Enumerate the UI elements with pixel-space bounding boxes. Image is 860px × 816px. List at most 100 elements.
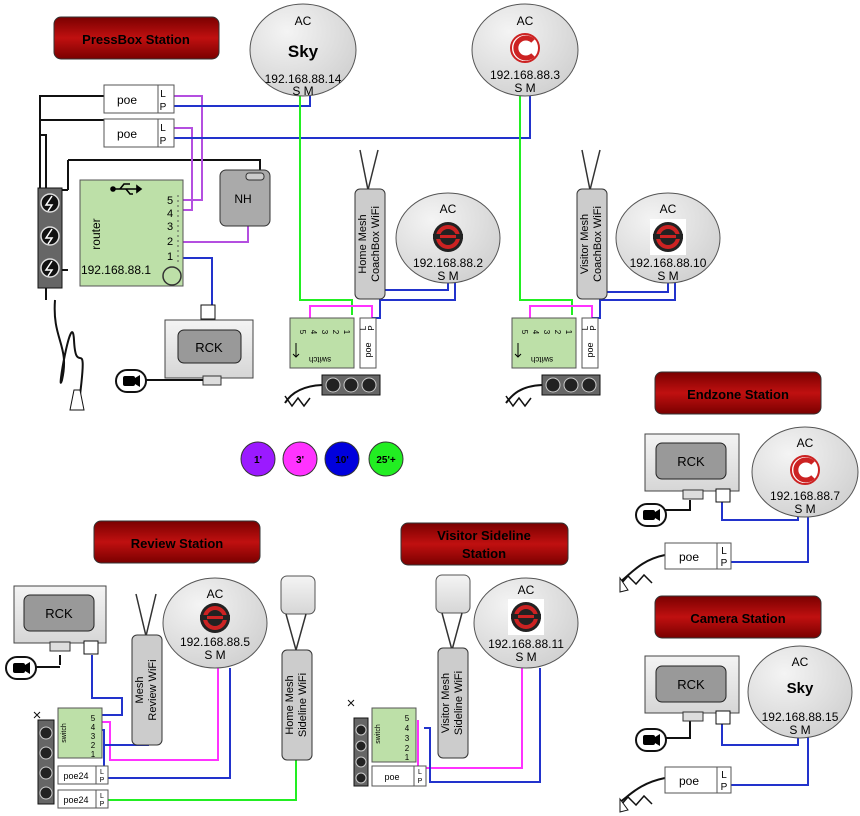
poe-label: poe	[585, 342, 595, 357]
poe-visitor-sideline: poe L P	[371, 765, 427, 787]
antenna-icon	[581, 149, 601, 191]
poe-label: poe	[384, 772, 399, 782]
s-logo-icon	[433, 222, 463, 252]
coil-icon	[505, 395, 532, 408]
purple-cable	[158, 95, 203, 211]
mesh-label-2: CoachBox WiFi	[592, 206, 604, 282]
s-logo-icon	[508, 599, 544, 635]
blue-camera-rck	[721, 720, 799, 746]
mesh-label-2: Review WiFi	[147, 659, 159, 720]
switch-review: switch 5 4 3 2 1	[57, 707, 103, 759]
ap-head: AC	[207, 587, 224, 601]
station-label-review: Review Station	[93, 520, 261, 564]
router-power-port	[162, 266, 182, 286]
legend-label: 10'	[335, 455, 349, 466]
magenta-review	[100, 668, 219, 761]
antenna-icon	[441, 612, 463, 651]
cable-length-legend: 1' 3' 10' 25'+	[240, 441, 404, 477]
power-coil	[53, 299, 84, 396]
mesh-visitor-sideline: Visitor Mesh Sideline WiFi	[435, 574, 471, 759]
mesh-home-coachbox: Home Mesh CoachBox WiFi	[354, 149, 386, 300]
rck-endzone: RCK	[644, 433, 740, 503]
green-cable-home	[299, 92, 353, 315]
ethernet-port-icon	[715, 710, 731, 725]
camera-icon	[5, 656, 37, 680]
rck-label: RCK	[677, 454, 705, 469]
ap-head: AC	[518, 583, 535, 597]
switch-port: 5	[405, 714, 410, 723]
mesh-label-2: CoachBox WiFi	[370, 206, 382, 282]
blue-switch-home	[372, 276, 456, 319]
router-port-2: 2	[167, 236, 173, 248]
usb-icon	[110, 183, 143, 195]
ap-endzone: AC 192.168.88.7 S M	[751, 426, 859, 518]
legend-label: 1'	[254, 455, 262, 466]
station-label-camera: Camera Station	[654, 595, 822, 639]
ap-home-coachbox: AC 192.168.88.2 S M	[395, 192, 501, 284]
poe-box-1: poe L P	[103, 84, 175, 114]
antenna-icon	[359, 149, 379, 191]
switch-port: 1	[342, 330, 351, 335]
s-logo-icon	[200, 603, 230, 633]
coil-icon	[284, 395, 311, 408]
outlet-icon	[40, 193, 60, 213]
station-title: Camera Station	[690, 611, 785, 626]
poe24-2: poe24 L P	[57, 789, 109, 809]
usb-connector-icon	[202, 375, 222, 386]
switch-port: 3	[405, 734, 410, 743]
switch-label: switch	[375, 724, 382, 744]
switch-visitor: switch 5 4 3 2 1	[511, 317, 577, 369]
ap-ip: 192.168.88.10	[630, 256, 707, 270]
ap-head: AC	[295, 14, 312, 28]
power-strip	[37, 187, 63, 289]
legend-swatch	[368, 441, 404, 477]
router-ip: 192.168.88.1	[81, 263, 151, 277]
port-l: L	[160, 123, 166, 134]
ap-sky-pressbox: AC Sky 192.168.88.14 S M	[249, 3, 357, 98]
switch-port: 4	[309, 330, 318, 335]
router-port-4: 4	[167, 208, 173, 220]
station-title: PressBox Station	[82, 32, 190, 47]
coil-icon	[619, 573, 653, 586]
rck-label: RCK	[45, 606, 73, 621]
legend-label: 25'+	[376, 455, 396, 466]
black-endzone-cam	[665, 500, 691, 511]
router-port-3: 3	[167, 221, 173, 233]
mesh-label-1: Visitor Mesh	[440, 673, 452, 733]
poe-home: poe L P	[359, 317, 377, 369]
ap-ip: 192.168.88.3	[490, 68, 560, 82]
ap-review: AC 192.168.88.5 S M	[162, 577, 268, 669]
poe-label: poe	[679, 774, 699, 788]
legend-swatch	[240, 441, 276, 477]
ap-ports: S M	[789, 723, 810, 737]
usb-icon	[514, 343, 522, 358]
power-strip-visitor	[505, 374, 601, 408]
port-l: L	[160, 89, 166, 100]
poe-label: poe24	[63, 771, 88, 781]
switch-port: 1	[405, 753, 410, 762]
ap-sky-camera: AC Sky 192.168.88.15 S M	[747, 645, 853, 739]
ap-ports: S M	[657, 269, 678, 283]
ap-ip: 192.168.88.15	[762, 710, 839, 724]
mesh-label-2: Sideline WiFi	[453, 671, 465, 735]
ap-ip: 192.168.88.5	[180, 635, 250, 649]
blue-review-ap	[96, 668, 231, 779]
port-l: L	[100, 793, 104, 800]
rck-camera: RCK	[644, 655, 740, 725]
black-camera-cam	[665, 720, 691, 739]
ap-ip: 192.168.88.14	[265, 72, 342, 86]
port-p: P	[100, 801, 105, 808]
ap-head: AC	[660, 202, 677, 216]
black-endzone-power	[619, 554, 666, 583]
ap-head: AC	[517, 14, 534, 28]
poe-label: poe	[117, 127, 137, 141]
legend-item: 3'	[282, 441, 318, 477]
station-title-line1: Visitor Sideline	[437, 528, 531, 543]
switch-port: 2	[405, 744, 410, 753]
port-p: P	[160, 136, 167, 147]
blue-camera-poe	[730, 732, 809, 786]
station-title: Review Station	[131, 536, 224, 551]
rck-pressbox: RCK	[164, 304, 254, 386]
switch-port: 4	[531, 330, 540, 335]
